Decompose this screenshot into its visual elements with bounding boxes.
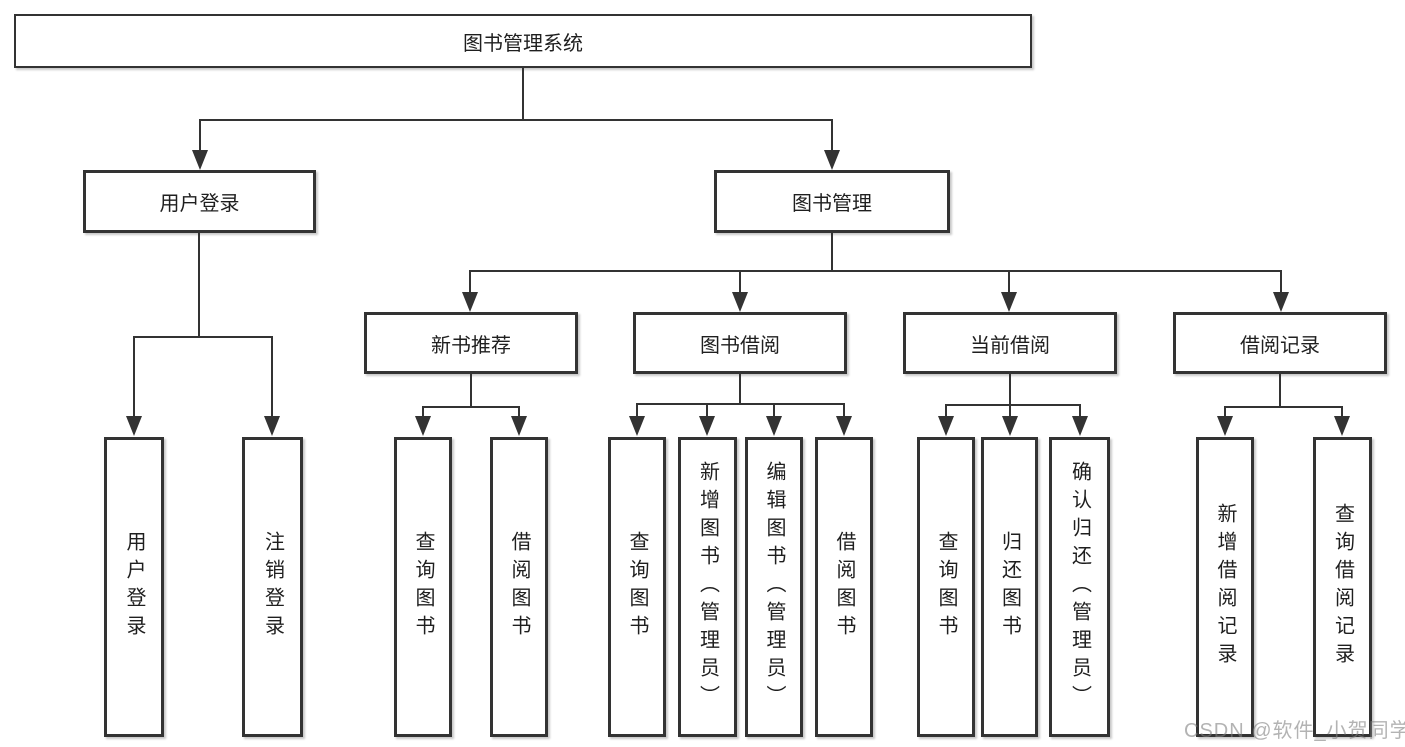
connector-drop-bb-query bbox=[636, 403, 638, 417]
leaf-nb-borrow-books: 借阅图书 bbox=[490, 437, 548, 737]
arrowhead-down-icon bbox=[938, 416, 954, 436]
csdn-watermark: CSDN @软件_小贺同学 bbox=[1184, 720, 1405, 742]
node-label-new-book-recommend: 新书推荐 bbox=[431, 334, 511, 357]
arrowhead-down-icon bbox=[511, 416, 527, 436]
connector-borrow-records-bar bbox=[1224, 406, 1343, 408]
node-book-management: 图书管理 bbox=[714, 170, 950, 233]
leaf-label-bb-edit-books-admin: 编辑图书（管理员） bbox=[763, 461, 785, 713]
leaf-label-bb-add-books-admin: 新增图书（管理员） bbox=[696, 461, 719, 713]
arrowhead-down-icon bbox=[192, 150, 208, 170]
leaf-nb-query-books: 查询图书 bbox=[394, 437, 452, 737]
arrowhead-down-icon bbox=[1001, 292, 1017, 312]
connector-book-borrow-stem bbox=[739, 374, 741, 404]
arrowhead-down-icon bbox=[126, 416, 142, 436]
connector-root-stem bbox=[522, 68, 524, 121]
connector-drop-nb-query bbox=[422, 406, 424, 417]
node-current-borrow: 当前借阅 bbox=[903, 312, 1117, 374]
arrowhead-down-icon bbox=[1334, 416, 1350, 436]
leaf-cb-confirm-return-admin: 确认归还（管理员） bbox=[1049, 437, 1110, 737]
connector-book-borrow-bar bbox=[636, 403, 845, 405]
connector-root-bar bbox=[199, 119, 833, 121]
connector-user-login-stem bbox=[198, 233, 200, 337]
leaf-label-br-query-record: 查询借阅记录 bbox=[1331, 503, 1354, 671]
connector-drop-leaf-logout bbox=[271, 336, 273, 417]
connector-drop-cb-return bbox=[1009, 404, 1011, 417]
leaf-label-bb-query-books: 查询图书 bbox=[626, 531, 648, 643]
leaf-br-query-record: 查询借阅记录 bbox=[1313, 437, 1372, 737]
leaf-label-bb-borrow-books: 借阅图书 bbox=[833, 531, 855, 643]
arrowhead-down-icon bbox=[1002, 416, 1018, 436]
node-borrow-records: 借阅记录 bbox=[1173, 312, 1387, 374]
connector-user-login-bar bbox=[133, 336, 273, 338]
leaf-bb-add-books-admin: 新增图书（管理员） bbox=[678, 437, 737, 737]
connector-book-mgmt-bar bbox=[469, 270, 1282, 272]
leaf-label-user-login: 用户登录 bbox=[123, 531, 145, 643]
connector-drop-bb-edit bbox=[773, 403, 775, 417]
connector-drop-bb-add bbox=[706, 403, 708, 417]
leaf-br-add-record: 新增借阅记录 bbox=[1196, 437, 1254, 737]
connector-drop-borrow-record bbox=[1280, 270, 1282, 293]
node-label-book-management: 图书管理 bbox=[792, 193, 872, 215]
leaf-label-nb-borrow-books: 借阅图书 bbox=[508, 531, 530, 643]
arrowhead-down-icon bbox=[415, 416, 431, 436]
leaf-user-login: 用户登录 bbox=[104, 437, 164, 737]
leaf-label-br-add-record: 新增借阅记录 bbox=[1214, 503, 1236, 671]
leaf-label-cb-confirm-return-admin: 确认归还（管理员） bbox=[1068, 461, 1091, 713]
leaf-label-logout: 注销登录 bbox=[261, 531, 284, 643]
arrowhead-down-icon bbox=[766, 416, 782, 436]
arrowhead-down-icon bbox=[824, 150, 840, 170]
node-label-user-login: 用户登录 bbox=[159, 193, 240, 215]
connector-drop-cb-confirm bbox=[1079, 404, 1081, 417]
arrowhead-down-icon bbox=[264, 416, 280, 436]
connector-borrow-records-stem bbox=[1279, 374, 1281, 407]
connector-new-book-stem bbox=[470, 374, 472, 407]
connector-drop-bb-borrow bbox=[843, 403, 845, 417]
arrowhead-down-icon bbox=[1072, 416, 1088, 436]
leaf-label-cb-query-books: 查询图书 bbox=[935, 531, 957, 643]
node-label-book-borrow: 图书借阅 bbox=[700, 334, 780, 357]
connector-drop-user-login bbox=[199, 119, 201, 152]
connector-drop-current-borrow bbox=[1008, 270, 1010, 293]
node-user-login: 用户登录 bbox=[83, 170, 316, 233]
connector-new-book-bar bbox=[422, 406, 520, 408]
leaf-bb-borrow-books: 借阅图书 bbox=[815, 437, 873, 737]
node-label-current-borrow: 当前借阅 bbox=[970, 334, 1050, 357]
arrowhead-down-icon bbox=[629, 416, 645, 436]
leaf-cb-return-books: 归还图书 bbox=[981, 437, 1038, 737]
arrowhead-down-icon bbox=[1217, 416, 1233, 436]
connector-drop-new-book bbox=[469, 270, 471, 293]
node-new-book-recommend: 新书推荐 bbox=[364, 312, 578, 374]
leaf-label-nb-query-books: 查询图书 bbox=[412, 531, 434, 643]
leaf-logout: 注销登录 bbox=[242, 437, 303, 737]
leaf-bb-edit-books-admin: 编辑图书（管理员） bbox=[745, 437, 803, 737]
node-book-borrow: 图书借阅 bbox=[633, 312, 847, 374]
arrowhead-down-icon bbox=[1273, 292, 1289, 312]
node-label-borrow-records: 借阅记录 bbox=[1240, 334, 1320, 357]
arrowhead-down-icon bbox=[836, 416, 852, 436]
connector-drop-cb-query bbox=[945, 404, 947, 417]
connector-drop-nb-borrow bbox=[518, 406, 520, 417]
node-label-root: 图书管理系统 bbox=[463, 32, 583, 55]
connector-book-mgmt-stem bbox=[831, 233, 833, 271]
arrowhead-down-icon bbox=[699, 416, 715, 436]
connector-current-borrow-stem bbox=[1009, 374, 1011, 405]
node-library-management-system: 图书管理系统 bbox=[14, 14, 1032, 68]
leaf-bb-query-books: 查询图书 bbox=[608, 437, 666, 737]
leaf-label-cb-return-books: 归还图书 bbox=[998, 531, 1021, 643]
connector-drop-leaf-login bbox=[133, 336, 135, 417]
leaf-cb-query-books: 查询图书 bbox=[917, 437, 975, 737]
arrowhead-down-icon bbox=[732, 292, 748, 312]
connector-current-borrow-bar bbox=[945, 404, 1081, 406]
connector-drop-br-add bbox=[1224, 406, 1226, 417]
arrowhead-down-icon bbox=[462, 292, 478, 312]
connector-drop-br-query bbox=[1341, 406, 1343, 417]
connector-drop-book-mgmt bbox=[831, 119, 833, 152]
connector-drop-book-borrow bbox=[739, 270, 741, 293]
